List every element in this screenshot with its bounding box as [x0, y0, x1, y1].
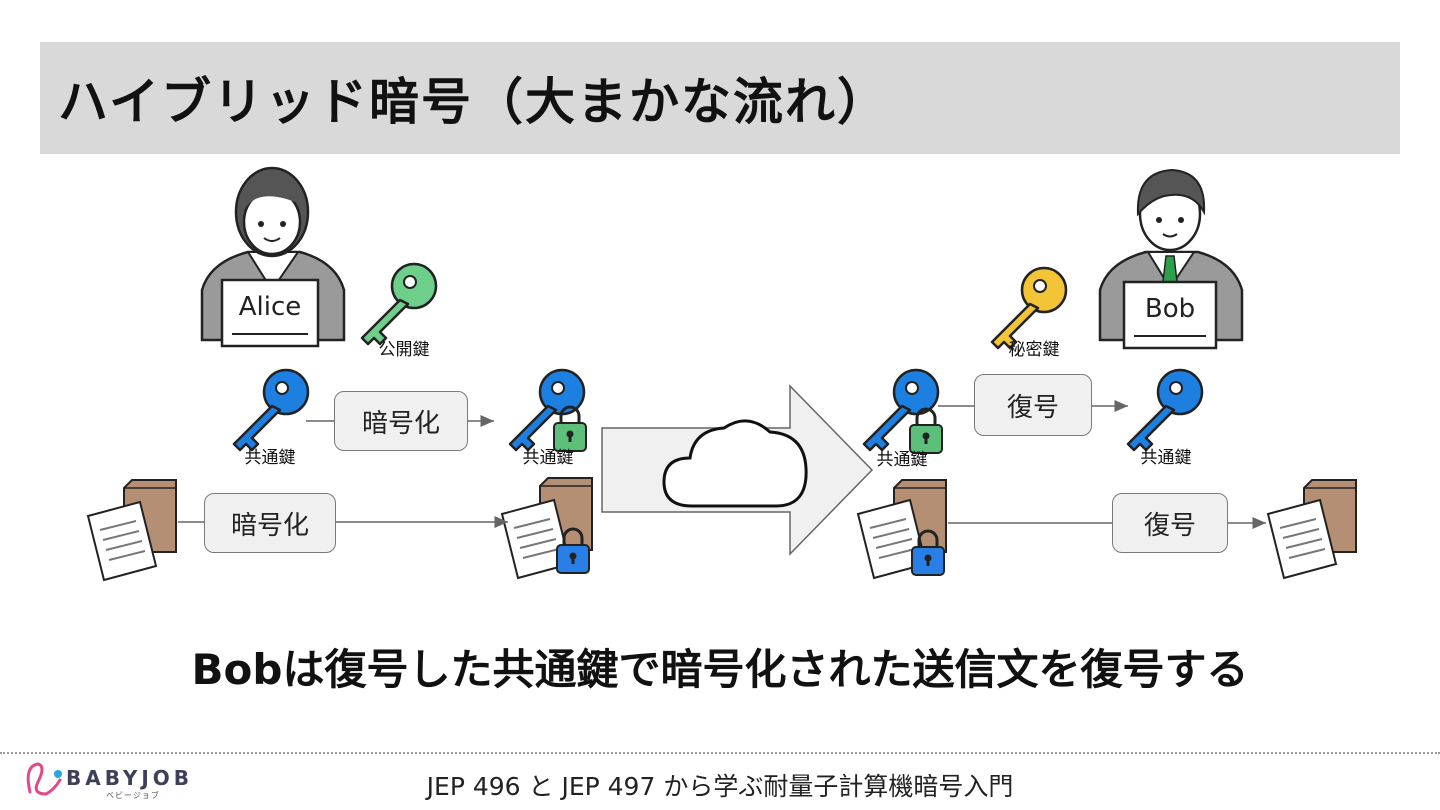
caption: Bobは復号した共通鍵で暗号化された送信文を復号する	[191, 645, 1249, 694]
decrypt-key-box: 復号	[974, 374, 1092, 436]
public-key-icon	[360, 262, 438, 346]
alice-label: Alice	[238, 292, 302, 322]
alice-avatar	[200, 166, 346, 348]
common-key-label-bob: 共通鍵	[1140, 448, 1192, 468]
bob-label: Bob	[1144, 294, 1196, 324]
title-bar	[40, 42, 1400, 154]
public-key-label: 公開鍵	[378, 340, 430, 360]
common-key-label-alice: 共通鍵	[244, 448, 296, 468]
bob-avatar	[1098, 168, 1244, 350]
footer-logo-subtext: ベビージョブ	[106, 791, 160, 800]
footer-title: JEP 496 と JEP 497 から学ぶ耐量子計算機暗号入門	[426, 772, 1014, 801]
common-key-icon-alice	[232, 368, 310, 452]
footer-logo-text: BABYJOB	[66, 766, 194, 790]
private-key-label: 秘密鍵	[1008, 340, 1060, 360]
encrypt-key-box: 暗号化	[334, 391, 468, 451]
encrypt-document-box: 暗号化	[204, 493, 336, 553]
common-key-icon-bob	[1126, 368, 1204, 452]
babyjob-logo-icon	[26, 762, 62, 796]
common-key-label-encrypted: 共通鍵	[522, 448, 574, 468]
footer	[0, 752, 1440, 810]
page-title: ハイブリッド暗号（大まかな流れ）	[58, 73, 889, 131]
common-key-label-received: 共通鍵	[876, 450, 928, 470]
cloud-icon	[662, 419, 808, 508]
decrypt-document-box: 復号	[1112, 493, 1228, 553]
